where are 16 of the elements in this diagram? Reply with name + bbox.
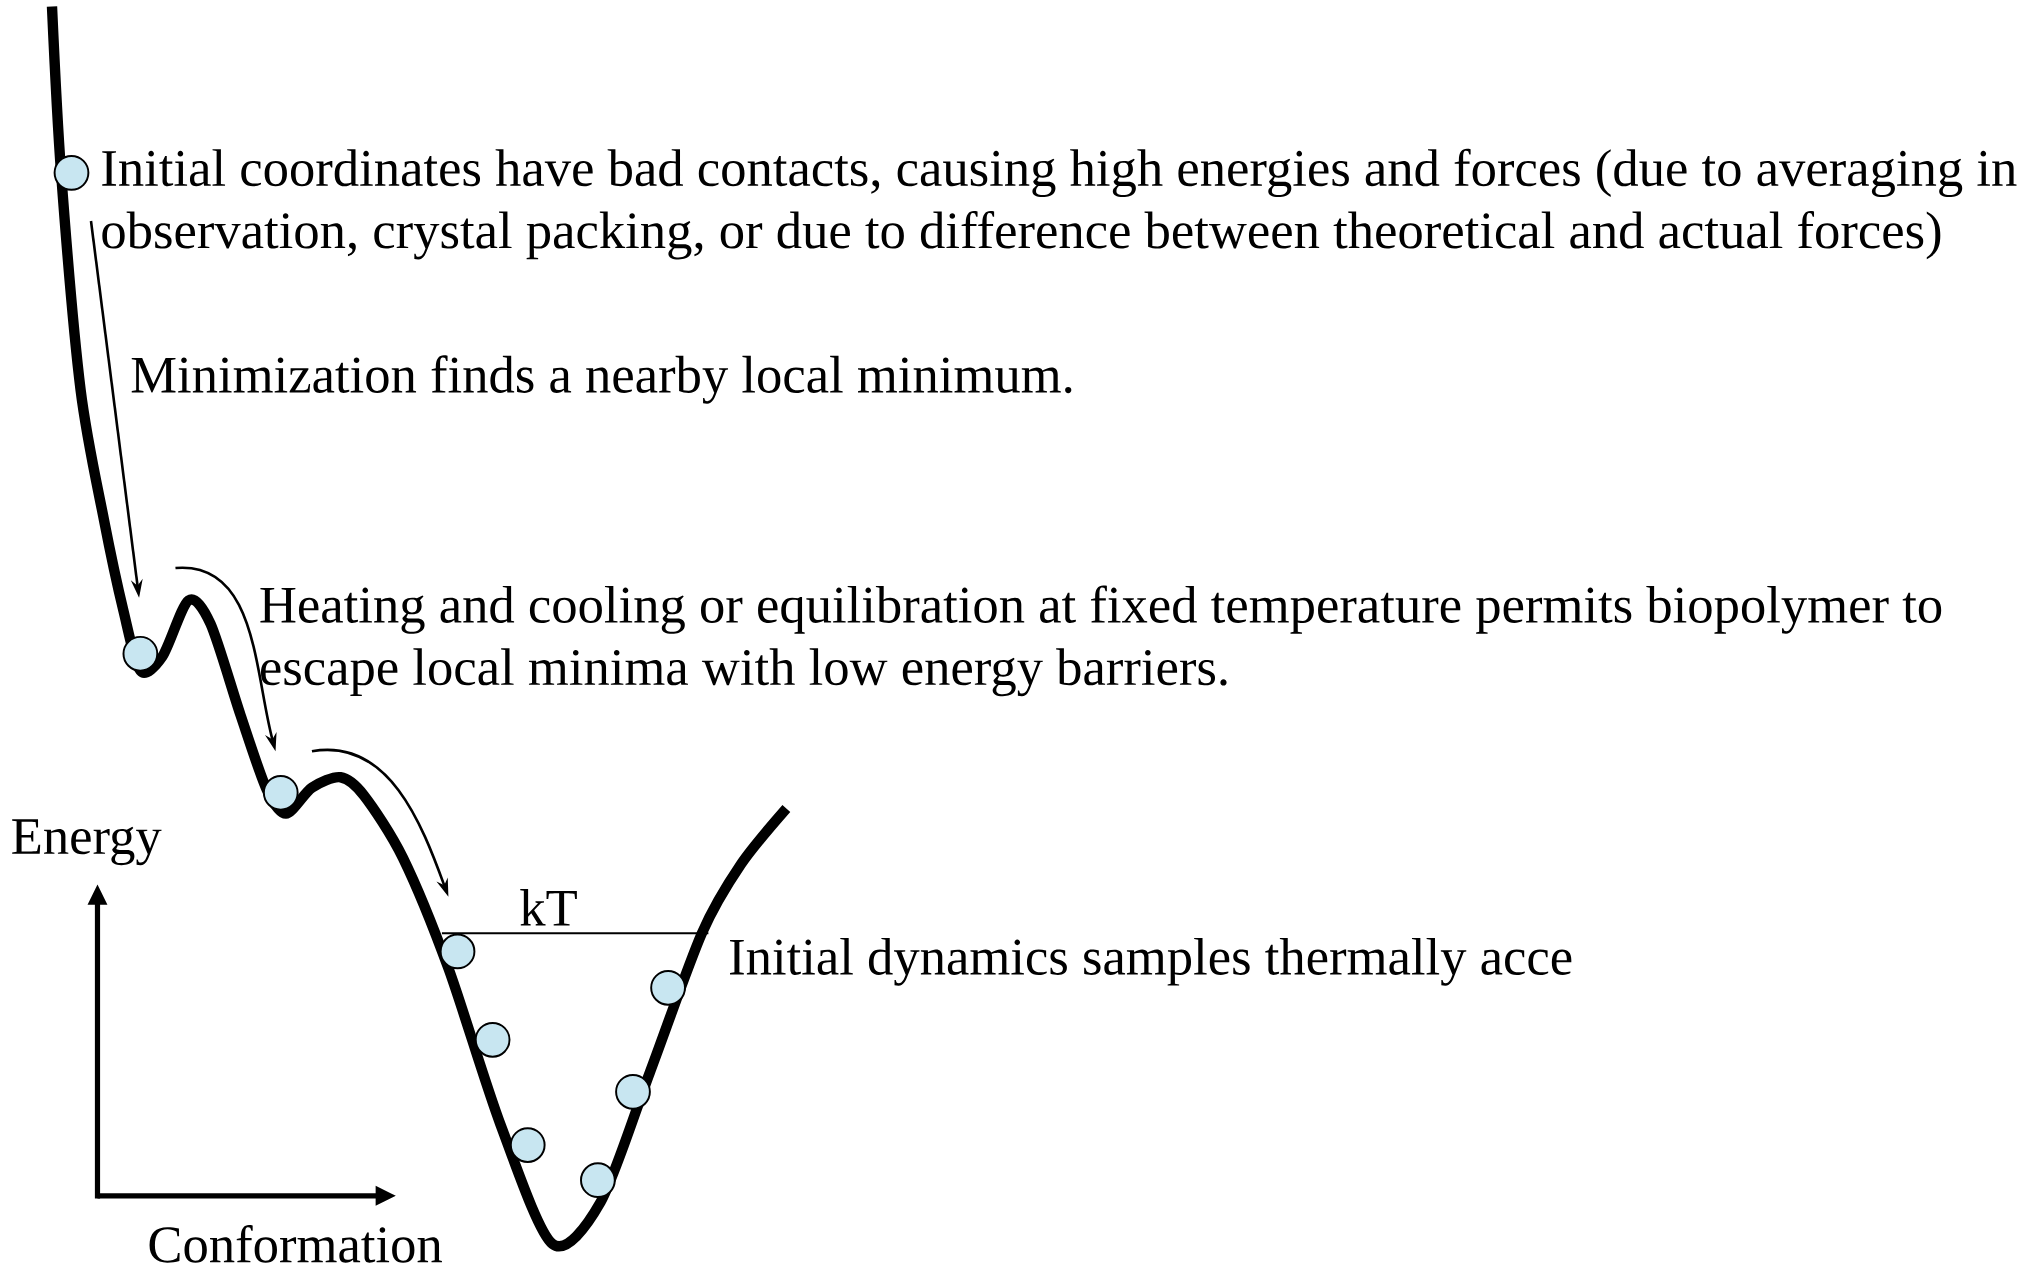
text-label: Initial dynamics samples thermally acce bbox=[730, 937, 1572, 986]
ball bbox=[53, 154, 90, 191]
text-label: Conformation bbox=[149, 1224, 442, 1263]
text-label: kT bbox=[520, 888, 577, 926]
ball bbox=[580, 1162, 616, 1198]
ball bbox=[650, 969, 686, 1006]
text-label: Initial coordinates have bad contacts, causing high energies and forces (due to averaging in observation, crystal packing, or due to difference between theoretical and actual forces) bbox=[102, 148, 2017, 260]
ball bbox=[474, 1021, 511, 1058]
ball bbox=[439, 933, 476, 970]
ball bbox=[122, 635, 159, 672]
text-label: Minimization finds a nearby local minimum. bbox=[131, 355, 1072, 404]
text-label: Energy bbox=[12, 819, 162, 866]
ball bbox=[509, 1127, 546, 1163]
ball bbox=[262, 774, 299, 811]
text-label: Heating and cooling or equilibration at fixed temperature permits biopolymer to escape local minima with low energy barriers. bbox=[260, 585, 1942, 697]
ball bbox=[615, 1073, 651, 1110]
